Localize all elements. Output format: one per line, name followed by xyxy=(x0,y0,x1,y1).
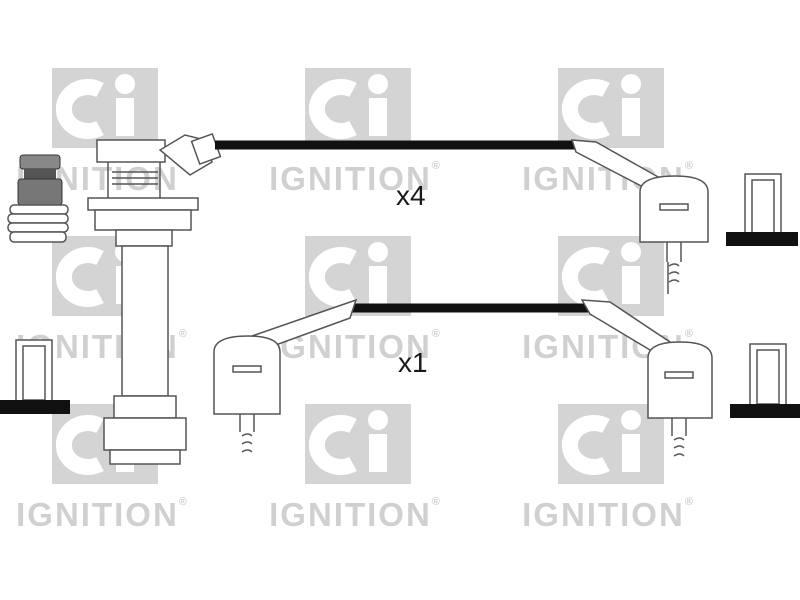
ignition-wordmark: IGNITION® xyxy=(269,496,442,533)
ci-logo-icon xyxy=(558,236,664,316)
spark-plug-terminal xyxy=(7,154,69,243)
ignition-wordmark: IGNITION® xyxy=(522,496,695,533)
ignition-wordmark: IGNITION® xyxy=(16,496,189,533)
watermark-tile: IGNITION® xyxy=(506,68,706,228)
plug-boot xyxy=(580,299,713,457)
lower-quantity-label: x1 xyxy=(398,347,428,378)
watermark-tile: IGNITION® xyxy=(253,404,453,564)
watermark-tile: IGNITION® xyxy=(253,236,453,396)
ignition-wordmark: IGNITION® xyxy=(269,160,442,197)
cable-clip xyxy=(0,339,70,414)
plug-boot xyxy=(213,298,358,453)
cable-clip xyxy=(730,343,800,418)
watermark-tile: IGNITION® xyxy=(253,68,453,228)
coil-pack-connector xyxy=(87,133,222,465)
upper-quantity-label: x4 xyxy=(396,180,426,211)
ci-logo-icon xyxy=(558,68,664,148)
ci-logo-icon xyxy=(52,68,158,148)
plug-boot xyxy=(570,139,709,294)
cable-clip xyxy=(726,173,798,246)
ci-logo-icon xyxy=(305,236,411,316)
ci-logo-icon xyxy=(558,404,664,484)
watermark-tile: IGNITION® xyxy=(506,404,706,564)
ci-logo-icon xyxy=(305,404,411,484)
ci-logo-icon xyxy=(305,68,411,148)
